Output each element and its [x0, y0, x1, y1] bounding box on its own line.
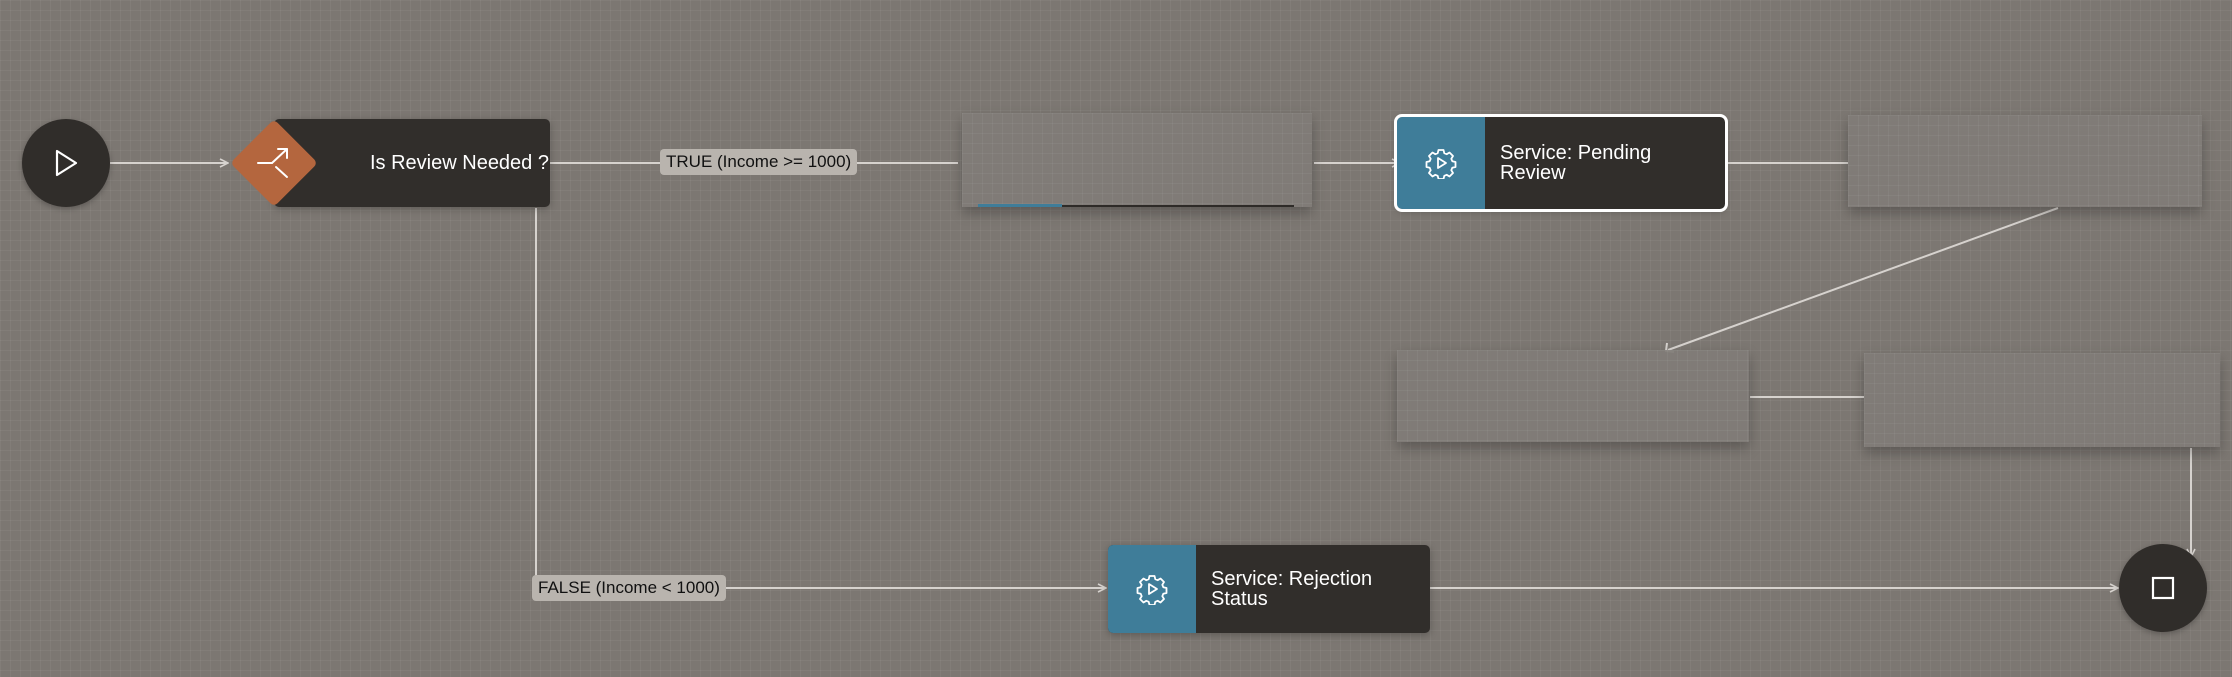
task-label: Service: Pending Review — [1485, 143, 1661, 183]
start-event[interactable] — [22, 119, 110, 207]
task-icon-box — [1108, 545, 1196, 633]
edge-label-true[interactable]: TRUE (Income >= 1000) — [660, 149, 858, 175]
end-event[interactable] — [2119, 544, 2207, 632]
gateway-label: Is Review Needed ? — [370, 151, 549, 174]
task-pending-review[interactable]: Service: Pending Review — [1394, 114, 1728, 212]
play-icon — [55, 149, 78, 177]
task-label: Service: Rejection Status — [1196, 569, 1382, 609]
task-label-line1: Service: Pending — [1500, 142, 1652, 164]
task-label-line2: Review — [1500, 162, 1566, 184]
exclusive-gateway[interactable]: Is Review Needed ? — [274, 119, 550, 207]
ghost-node-1-accent — [978, 204, 1062, 207]
task-icon-box — [1397, 117, 1485, 209]
stop-square-icon — [2151, 576, 2175, 600]
gear-play-icon — [1425, 149, 1457, 179]
task-label-line2: Status — [1211, 588, 1268, 610]
ghost-node-1-underline — [978, 205, 1294, 207]
task-label-line1: Service: Rejection — [1211, 568, 1373, 590]
gear-play-icon — [1136, 575, 1168, 605]
ghost-node-3 — [1397, 350, 1749, 442]
edge-diagonal[interactable] — [1667, 207, 2059, 351]
task-rejection-status[interactable]: Service: Rejection Status — [1108, 545, 1430, 633]
ghost-node-2 — [1848, 115, 2202, 207]
ghost-node-4 — [1864, 353, 2220, 447]
edge-label-false[interactable]: FALSE (Income < 1000) — [532, 575, 726, 601]
edge-false-branch[interactable] — [535, 208, 1106, 588]
ghost-node-1 — [962, 113, 1312, 207]
split-arrow-icon — [257, 148, 288, 178]
